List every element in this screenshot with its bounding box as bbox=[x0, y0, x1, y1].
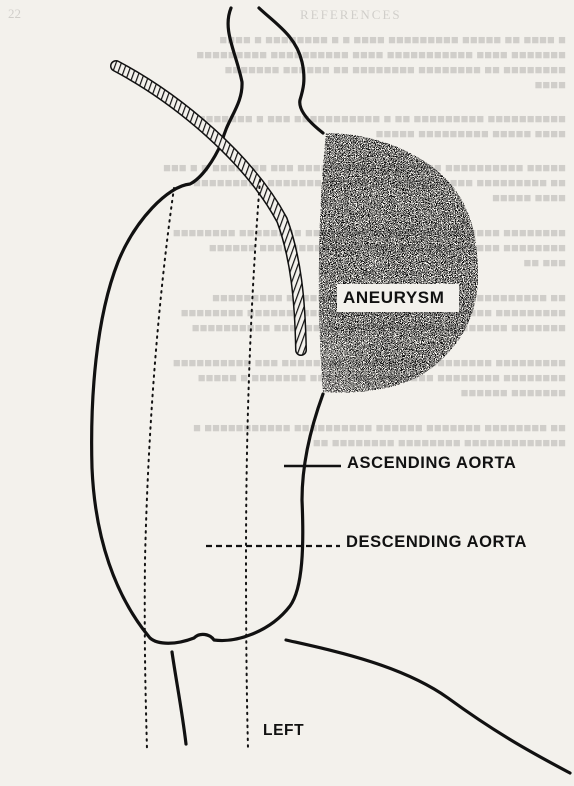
esophagus-dotted-lines bbox=[145, 180, 260, 750]
left-side-label: LEFT bbox=[263, 722, 304, 740]
descending-aorta-label: DESCENDING AORTA bbox=[346, 533, 527, 552]
vessel-hatched-fill bbox=[116, 66, 301, 350]
aneurysm-label: ANEURYSM bbox=[343, 288, 444, 308]
ascending-aorta-label: ASCENDING AORTA bbox=[347, 454, 516, 473]
aneurysm-shading bbox=[319, 133, 478, 393]
